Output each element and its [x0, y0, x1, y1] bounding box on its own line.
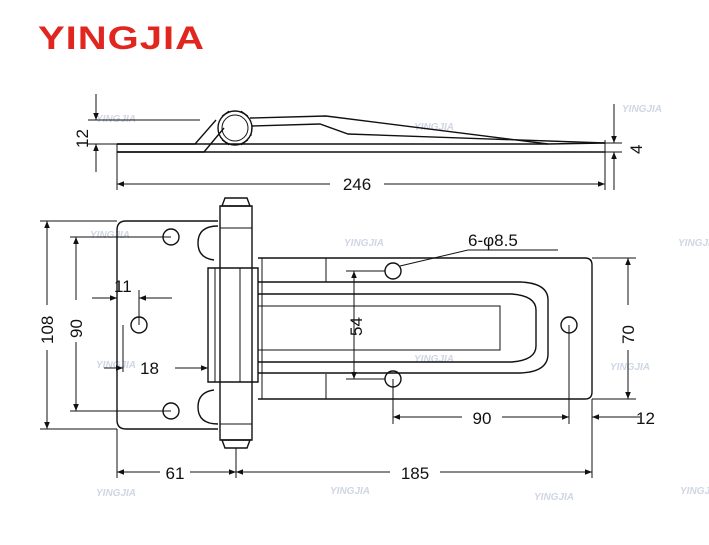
leaf-rib: [258, 281, 549, 374]
brand-logo: YINGJIA: [38, 22, 205, 55]
front-view: 108 90 11 18 54 6-φ8.5 70 90: [38, 197, 655, 483]
left-leaf-tab-top: [197, 225, 219, 261]
side-left-leaf: [117, 119, 217, 145]
knuckle-body: [207, 267, 259, 383]
knuckle-joints: [220, 227, 252, 425]
dim-total-height-108: 108: [38, 316, 57, 344]
side-right-leaf-inner: [251, 123, 606, 144]
watermark: YINGJIA: [610, 362, 650, 373]
leaf-slot: [258, 305, 501, 351]
pin-head-bottom: [220, 439, 252, 449]
dim-offset-11: 11: [114, 277, 132, 296]
watermark: YINGJIA: [414, 354, 454, 365]
side-left-leaf-inner: [117, 127, 225, 153]
dim-right-height-70: 70: [619, 325, 638, 344]
side-right-leaf: [249, 115, 549, 145]
watermark: YINGJIA: [534, 492, 574, 503]
hinge-knuckle: [219, 205, 253, 441]
watermark: YINGJIA: [678, 238, 709, 249]
ext-line: [346, 270, 385, 380]
hole-note-leader: [399, 249, 558, 267]
dim-offset-18: 18: [140, 359, 159, 378]
ext-line: [392, 325, 593, 424]
watermark: YINGJIA: [344, 238, 384, 249]
side-view: 12 4 246: [73, 94, 646, 194]
watermark: YINGJIA: [680, 486, 709, 497]
dim-height-12: 12: [73, 129, 92, 148]
watermark: YINGJIA: [330, 486, 370, 497]
dim-slot-54: 54: [347, 317, 366, 336]
leaf-rib-inner: [258, 293, 537, 363]
watermark-stamps: YINGJIA YINGJIA YINGJIA YINGJIA YINGJIA …: [90, 104, 709, 503]
dim-right-edge-12: 12: [636, 409, 655, 428]
dim-leaf-right-185: 185: [401, 464, 429, 483]
hole-note: 6-φ8.5: [468, 231, 518, 250]
watermark: YINGJIA: [414, 122, 454, 133]
watermark: YINGJIA: [96, 488, 136, 499]
dim-hole-spacing-right-90: 90: [473, 409, 492, 428]
ext-line: [122, 325, 209, 382]
dim-length-246: 246: [343, 175, 371, 194]
pin-head-top: [220, 197, 252, 207]
mount-hole: [384, 262, 402, 280]
knuckle-body-lines: [214, 268, 241, 382]
left-leaf-tab-bottom: [197, 389, 219, 425]
dim-hole-spacing-left-90: 90: [67, 319, 86, 338]
watermark: YINGJIA: [622, 104, 662, 115]
watermark: YINGJIA: [96, 360, 136, 371]
side-knuckle-teeth: [221, 110, 253, 146]
side-knuckle-inner: [221, 114, 249, 142]
dim-thickness-4: 4: [627, 145, 646, 154]
brand-logo-text: YINGJIA: [38, 20, 206, 57]
ext-line: [116, 399, 593, 478]
dim-leaf-left-61: 61: [166, 464, 185, 483]
watermark: YINGJIA: [90, 230, 130, 241]
right-leaf: [258, 257, 593, 400]
left-leaf: [116, 220, 218, 430]
